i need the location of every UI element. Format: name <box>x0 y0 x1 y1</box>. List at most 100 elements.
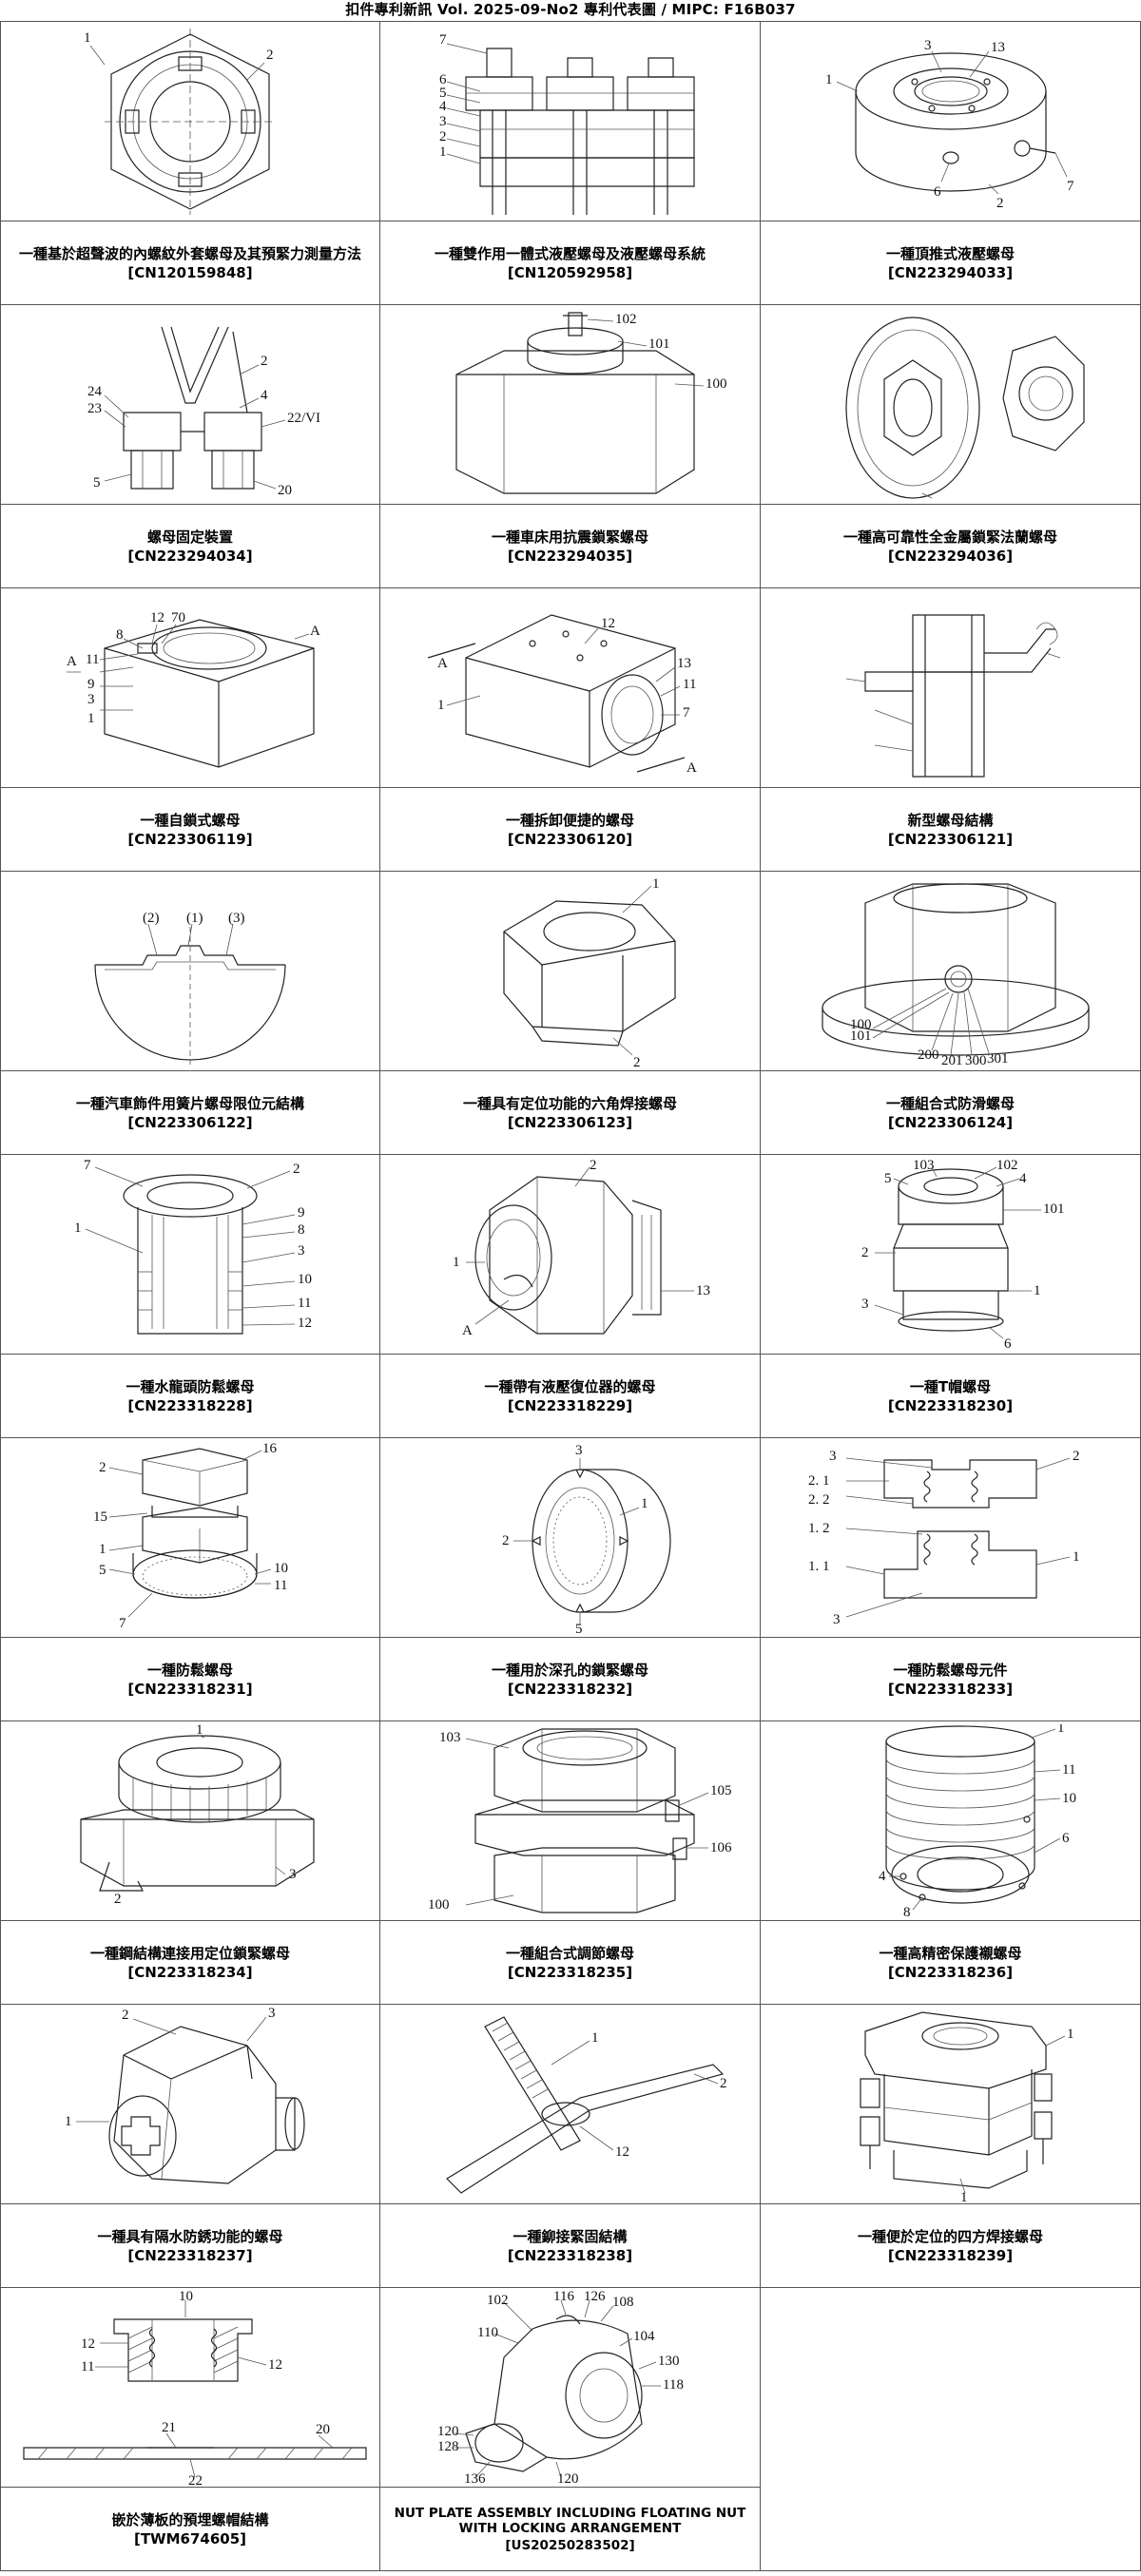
callout-label: 2 <box>502 1533 510 1548</box>
callout-label: 6 <box>1062 1831 1070 1846</box>
patent-cell: 2 3 1 一種具有隔水防銹功能的螺母 [CN223318237] <box>0 2005 380 2288</box>
patent-number: [CN223294033] <box>888 264 1013 281</box>
patent-number: [US20250283502] <box>505 2538 634 2553</box>
callout-label: 116 <box>553 2291 574 2304</box>
patent-caption: 一種防鬆螺母元件 [CN223318233] <box>761 1638 1140 1721</box>
patent-cell: 3 13 1 7 6 2 一種頂推式液壓螺母 [CN223294033] <box>761 22 1141 305</box>
callout-label: 10 <box>179 2291 193 2304</box>
patent-title: 新型螺母結構 <box>907 812 993 829</box>
patent-drawing: 1 2 <box>380 872 760 1071</box>
callout-label: 1 <box>1067 2027 1074 2042</box>
patent-caption: 一種高可靠性全金屬鎖緊法蘭螺母 [CN223294036] <box>761 505 1140 587</box>
patent-caption: 一種鉚接緊固結構 [CN223318238] <box>380 2204 760 2287</box>
callout-label: 1 <box>196 1724 203 1738</box>
patent-caption: 一種自鎖式螺母 [CN223306119] <box>1 788 379 871</box>
patent-cell: 103 102 5 4 101 2 1 3 6 一種T帽螺母 [CN223318… <box>761 1155 1141 1438</box>
callout-label: 7 <box>119 1616 126 1631</box>
patent-title: 一種雙作用一體式液壓螺母及液壓螺母系統 <box>435 245 706 262</box>
callout-label: 106 <box>710 1840 732 1855</box>
callout-label: 1 <box>591 2030 599 2046</box>
callout-label: 4 <box>879 1869 886 1884</box>
callout-label: 2 <box>1073 1449 1080 1464</box>
callout-label: 128 <box>437 2439 459 2454</box>
callout-label: A <box>462 1323 473 1338</box>
callout-label: 102 <box>615 312 637 327</box>
patent-cell: 2 1 13 A 一種帶有液壓復位器的螺母 [CN223318229] <box>380 1155 761 1438</box>
empty-drawing <box>761 2288 1140 2488</box>
patent-number: [CN223318237] <box>127 2247 252 2264</box>
callout-label: 10 <box>1062 1791 1076 1806</box>
patent-number: [CN223306119] <box>127 831 252 848</box>
callout-label: A <box>437 656 448 671</box>
callout-label: 120 <box>437 2424 459 2439</box>
patent-caption: 一種雙作用一體式液壓螺母及液壓螺母系統 [CN120592958] <box>380 221 760 304</box>
patent-drawing: 100 101 200 201 300 301 <box>761 872 1140 1071</box>
callout-label: 4 <box>1019 1171 1027 1186</box>
patent-number: [CN223318232] <box>508 1681 632 1698</box>
patent-title: 一種高精密保護襯螺母 <box>879 1945 1021 1962</box>
callout-label: 103 <box>439 1730 461 1745</box>
patent-title: 一種拆卸便捷的螺母 <box>506 812 634 829</box>
patent-cell: 新型螺母結構 [CN223306121] <box>761 588 1141 872</box>
callout-label: 3 <box>861 1297 869 1312</box>
callout-label: 1 <box>453 1255 460 1270</box>
callout-label: A <box>687 760 697 776</box>
patent-drawing: 103 102 5 4 101 2 1 3 6 <box>761 1155 1140 1355</box>
patent-cell: 12 13 11 7 1 A A 一種拆卸便捷的螺母 [CN223306120] <box>380 588 761 872</box>
callout-label: 1. 1 <box>808 1559 830 1574</box>
patent-cell: 102 101 100 一種車床用抗震鎖緊螺母 [CN223294035] <box>380 305 761 588</box>
callout-label: A <box>67 654 77 669</box>
patent-number: [CN223318238] <box>508 2247 632 2264</box>
page-header: 扣件專利新訊 Vol. 2025-09-No2 專利代表圖 / MIPC: F1… <box>0 0 1141 19</box>
callout-label: 10 <box>298 1272 312 1287</box>
patent-cell: 10 12 11 12 21 20 22 嵌於薄板的預埋螺帽結構 [TWM674… <box>0 2288 380 2571</box>
patent-drawing: 1 2 12 <box>380 2005 760 2204</box>
callout-label: 101 <box>648 336 670 352</box>
patent-title: NUT PLATE ASSEMBLY INCLUDING FLOATING NU… <box>390 2506 750 2536</box>
patent-drawing: 16 2 15 1 5 10 11 7 <box>1 1438 379 1638</box>
callout-label: 300 <box>965 1053 987 1068</box>
callout-label: 118 <box>663 2377 684 2393</box>
patent-caption: 一種防鬆螺母 [CN223318231] <box>1 1638 379 1721</box>
patent-number: [CN223306120] <box>508 831 632 848</box>
callout-label: 102 <box>996 1158 1018 1173</box>
callout-label: 22/VI <box>287 411 320 426</box>
patent-caption: 一種組合式防滑螺母 [CN223306124] <box>761 1071 1140 1154</box>
patent-number: [CN223318234] <box>127 1964 252 1981</box>
patent-caption: 一種汽車飾件用簧片螺母限位元結構 [CN223306122] <box>1 1071 379 1154</box>
callout-label: 11 <box>86 652 99 667</box>
patent-cell: 3 1 2 5 一種用於深孔的鎖緊螺母 [CN223318232] <box>380 1438 761 1721</box>
patent-caption: 一種帶有液壓復位器的螺母 [CN223318229] <box>380 1355 760 1437</box>
callout-label: 2 <box>720 2076 727 2091</box>
patent-title: 一種具有定位功能的六角焊接螺母 <box>463 1095 677 1112</box>
callout-label: 1 <box>1034 1283 1041 1298</box>
patent-cell: 1 2 12 一種鉚接緊固結構 [CN223318238] <box>380 2005 761 2288</box>
patent-title: 一種基於超聲波的內螺紋外套螺母及其預緊力測量方法 <box>19 245 361 262</box>
callout-label: 3 <box>924 38 932 53</box>
callout-label: 3 <box>268 2008 276 2021</box>
patent-cell: 1 1 一種便於定位的四方焊接螺母 [CN223318239] <box>761 2005 1141 2288</box>
callout-label: 9 <box>298 1205 305 1221</box>
patent-drawing: 24 23 5 4 22/VI 20 2 <box>1 305 379 505</box>
patent-caption: 一種具有隔水防銹功能的螺母 [CN223318237] <box>1 2204 379 2287</box>
patent-number: [CN223306123] <box>508 1114 632 1131</box>
callout-label: 3 <box>829 1449 837 1464</box>
callout-label: 126 <box>584 2291 606 2304</box>
callout-label: 20 <box>278 483 292 498</box>
callout-label: (3) <box>228 911 245 926</box>
callout-label: 1 <box>960 2190 968 2201</box>
callout-label: 8 <box>116 627 124 643</box>
patent-cell: 3 2 2. 1 2. 2 1. 2 1. 1 1 3 一種防鬆螺母元件 [CN… <box>761 1438 1141 1721</box>
callout-label: 110 <box>477 2325 498 2340</box>
callout-label: 2. 2 <box>808 1492 830 1508</box>
patent-title: 一種頂推式液壓螺母 <box>886 245 1015 262</box>
callout-label: 2 <box>861 1245 869 1260</box>
patent-number: [CN223306122] <box>127 1114 252 1131</box>
patent-number: [CN120592958] <box>508 264 632 281</box>
patent-drawing: 3 2 2. 1 2. 2 1. 2 1. 1 1 3 <box>761 1438 1140 1638</box>
patent-title: 嵌於薄板的預埋螺帽結構 <box>111 2511 268 2528</box>
callout-label: 1 <box>641 1496 648 1511</box>
patent-number: [CN223318233] <box>888 1681 1013 1698</box>
patent-title: 一種具有隔水防銹功能的螺母 <box>97 2228 282 2245</box>
patent-number: [CN223318239] <box>888 2247 1013 2264</box>
